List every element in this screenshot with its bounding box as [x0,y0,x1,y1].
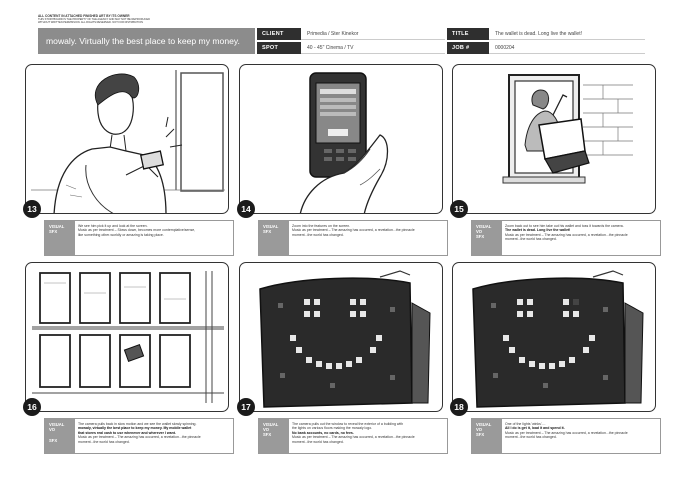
label-visual: VISUAL [49,422,65,427]
frame-15-sketch [452,64,656,214]
note-line: moment...the world has changed. [505,237,557,242]
note-line: Zoom into the features on the screen. [292,224,351,228]
frame-18-illustration [472,270,644,408]
shot-type-labels: VISUAL VO SFX [259,419,289,453]
note-line: mowaly, virtually the best place to keep… [78,426,192,431]
label-visual: VISUAL [263,224,279,229]
frame-17-illustration [259,270,431,408]
frame-number-badge: 16 [23,398,41,416]
frame-14-sketch [239,64,443,214]
note-line: All I do is get it, load it and spend it… [505,426,565,431]
note-line: Music as per treatment – The amazing has… [292,435,415,440]
note-line: moment...the world has changed. [505,435,557,440]
frame-notes: We see him pick it up and look at the sc… [78,224,230,237]
note-line: No bank accounts, no cards, no fees. [292,430,354,435]
note-line: Music as per treatment – The amazing has… [505,430,628,435]
shot-type-labels: VISUAL VO SFX [472,221,502,255]
label-vo: VO [476,427,483,433]
shot-type-labels: VISUAL VO SFX [472,419,502,453]
job-label: JOB # [447,42,489,54]
label-visual: VISUAL [263,422,279,427]
note-line: The camera pulls out the window to revea… [292,422,404,426]
note-line: The wallet is dead. Long live the wallet… [505,228,571,233]
frame-number-badge: 15 [450,200,468,218]
label-visual: VISUAL [49,224,65,229]
frame-notes: Zoom back out to see him take out his wa… [505,224,657,242]
frame-15-illustration [502,74,633,184]
frame-number-badge: 18 [450,398,468,416]
note-line: Music as per treatment – The amazing has… [292,228,415,233]
note-line: moment...the world has changed. [292,439,344,444]
note-line: Music as per treatment – The amazing has… [505,232,628,237]
frame-17-description: VISUAL VO SFX The camera pulls out the w… [258,418,448,454]
shot-type-labels: VISUAL SFX [259,221,289,255]
frame-16-illustration [32,271,224,403]
shot-type-labels: VISUAL VO SFX [45,419,75,453]
spot-label: SPOT [257,42,301,54]
frame-16-sketch [25,262,229,412]
title-value: The wallet is dead. Long live the wallet… [489,28,645,40]
label-visual: VISUAL [476,422,492,427]
label-sfx: SFX [476,234,485,240]
frame-14-description: VISUAL SFX Zoom into the features on the… [258,220,448,256]
frame-17-sketch [239,262,443,412]
note-line: that stores real cash to use whenever an… [78,430,176,435]
title-label: TITLE [447,28,489,40]
frame-13-illustration [31,70,225,213]
note-line: The camera pulls back in slow motion and… [78,422,197,426]
frame-13-sketch [25,64,229,214]
label-sfx: SFX [49,437,58,443]
frame-14-illustration [299,72,389,213]
spot-value: 40 - 45" Cinema / TV [301,42,445,54]
frame-number-badge: 17 [237,398,255,416]
legal-line: WITHOUT WRITTEN PERMISSION. ALL RIGHTS R… [38,21,143,25]
frame-number-badge: 14 [237,200,255,218]
frame-notes: The camera pulls back in slow motion and… [78,422,230,444]
label-visual: VISUAL [476,224,492,229]
label-sfx: SFX [476,432,485,438]
job-value: 0000204 [489,42,645,54]
note-line: like something other-worldly or amazing … [78,232,164,237]
legal-line: ALL CONTENT IN ATTACHED FINISHED ART BY … [38,14,130,18]
tagline: mowaly. Virtually the best place to keep… [38,28,255,54]
label-vo: VO [49,427,56,433]
label-sfx: SFX [263,229,272,235]
label-sfx: SFX [49,229,58,235]
shot-type-labels: VISUAL SFX [45,221,75,255]
note-line: One of the lights 'winks'.... [505,422,546,426]
note-line: Zoom back out to see him take out his wa… [505,224,624,228]
label-sfx: SFX [263,432,272,438]
frame-15-description: VISUAL VO SFX Zoom back out to see him t… [471,220,661,256]
legal-notice: ALL CONTENT IN ATTACHED FINISHED ART BY … [38,14,238,25]
frame-16-description: VISUAL VO SFX The camera pulls back in s… [44,418,234,454]
frame-notes: Zoom into the features on the screen. Mu… [292,224,444,237]
frame-13-description: VISUAL SFX We see him pick it up and loo… [44,220,234,256]
client-value: Primedia / Ster Kinekor [301,28,445,40]
note-line: We see him pick it up and look at the sc… [78,224,148,228]
note-line: Music as per treatment – Slows down, bec… [78,228,196,233]
note-line: moment...the world has changed. [78,439,130,444]
frame-18-sketch [452,262,656,412]
note-line: moment...the world has changed. [292,232,344,237]
label-vo: VO [476,229,483,235]
frame-18-description: VISUAL VO SFX One of the lights 'winks'.… [471,418,661,454]
client-label: CLIENT [257,28,301,40]
frame-number-badge: 13 [23,200,41,218]
note-line: Music as per treatment – The amazing has… [78,435,201,440]
note-line: the lights on various floors making the … [292,426,373,431]
storyboard-header: mowaly. Virtually the best place to keep… [38,28,645,54]
frame-notes: The camera pulls out the window to revea… [292,422,444,444]
frame-notes: One of the lights 'winks'.... All I do i… [505,422,657,440]
legal-line: THIS STORYBOARD IS THE PROPERTY OF THE A… [38,18,150,22]
label-vo: VO [263,427,270,433]
